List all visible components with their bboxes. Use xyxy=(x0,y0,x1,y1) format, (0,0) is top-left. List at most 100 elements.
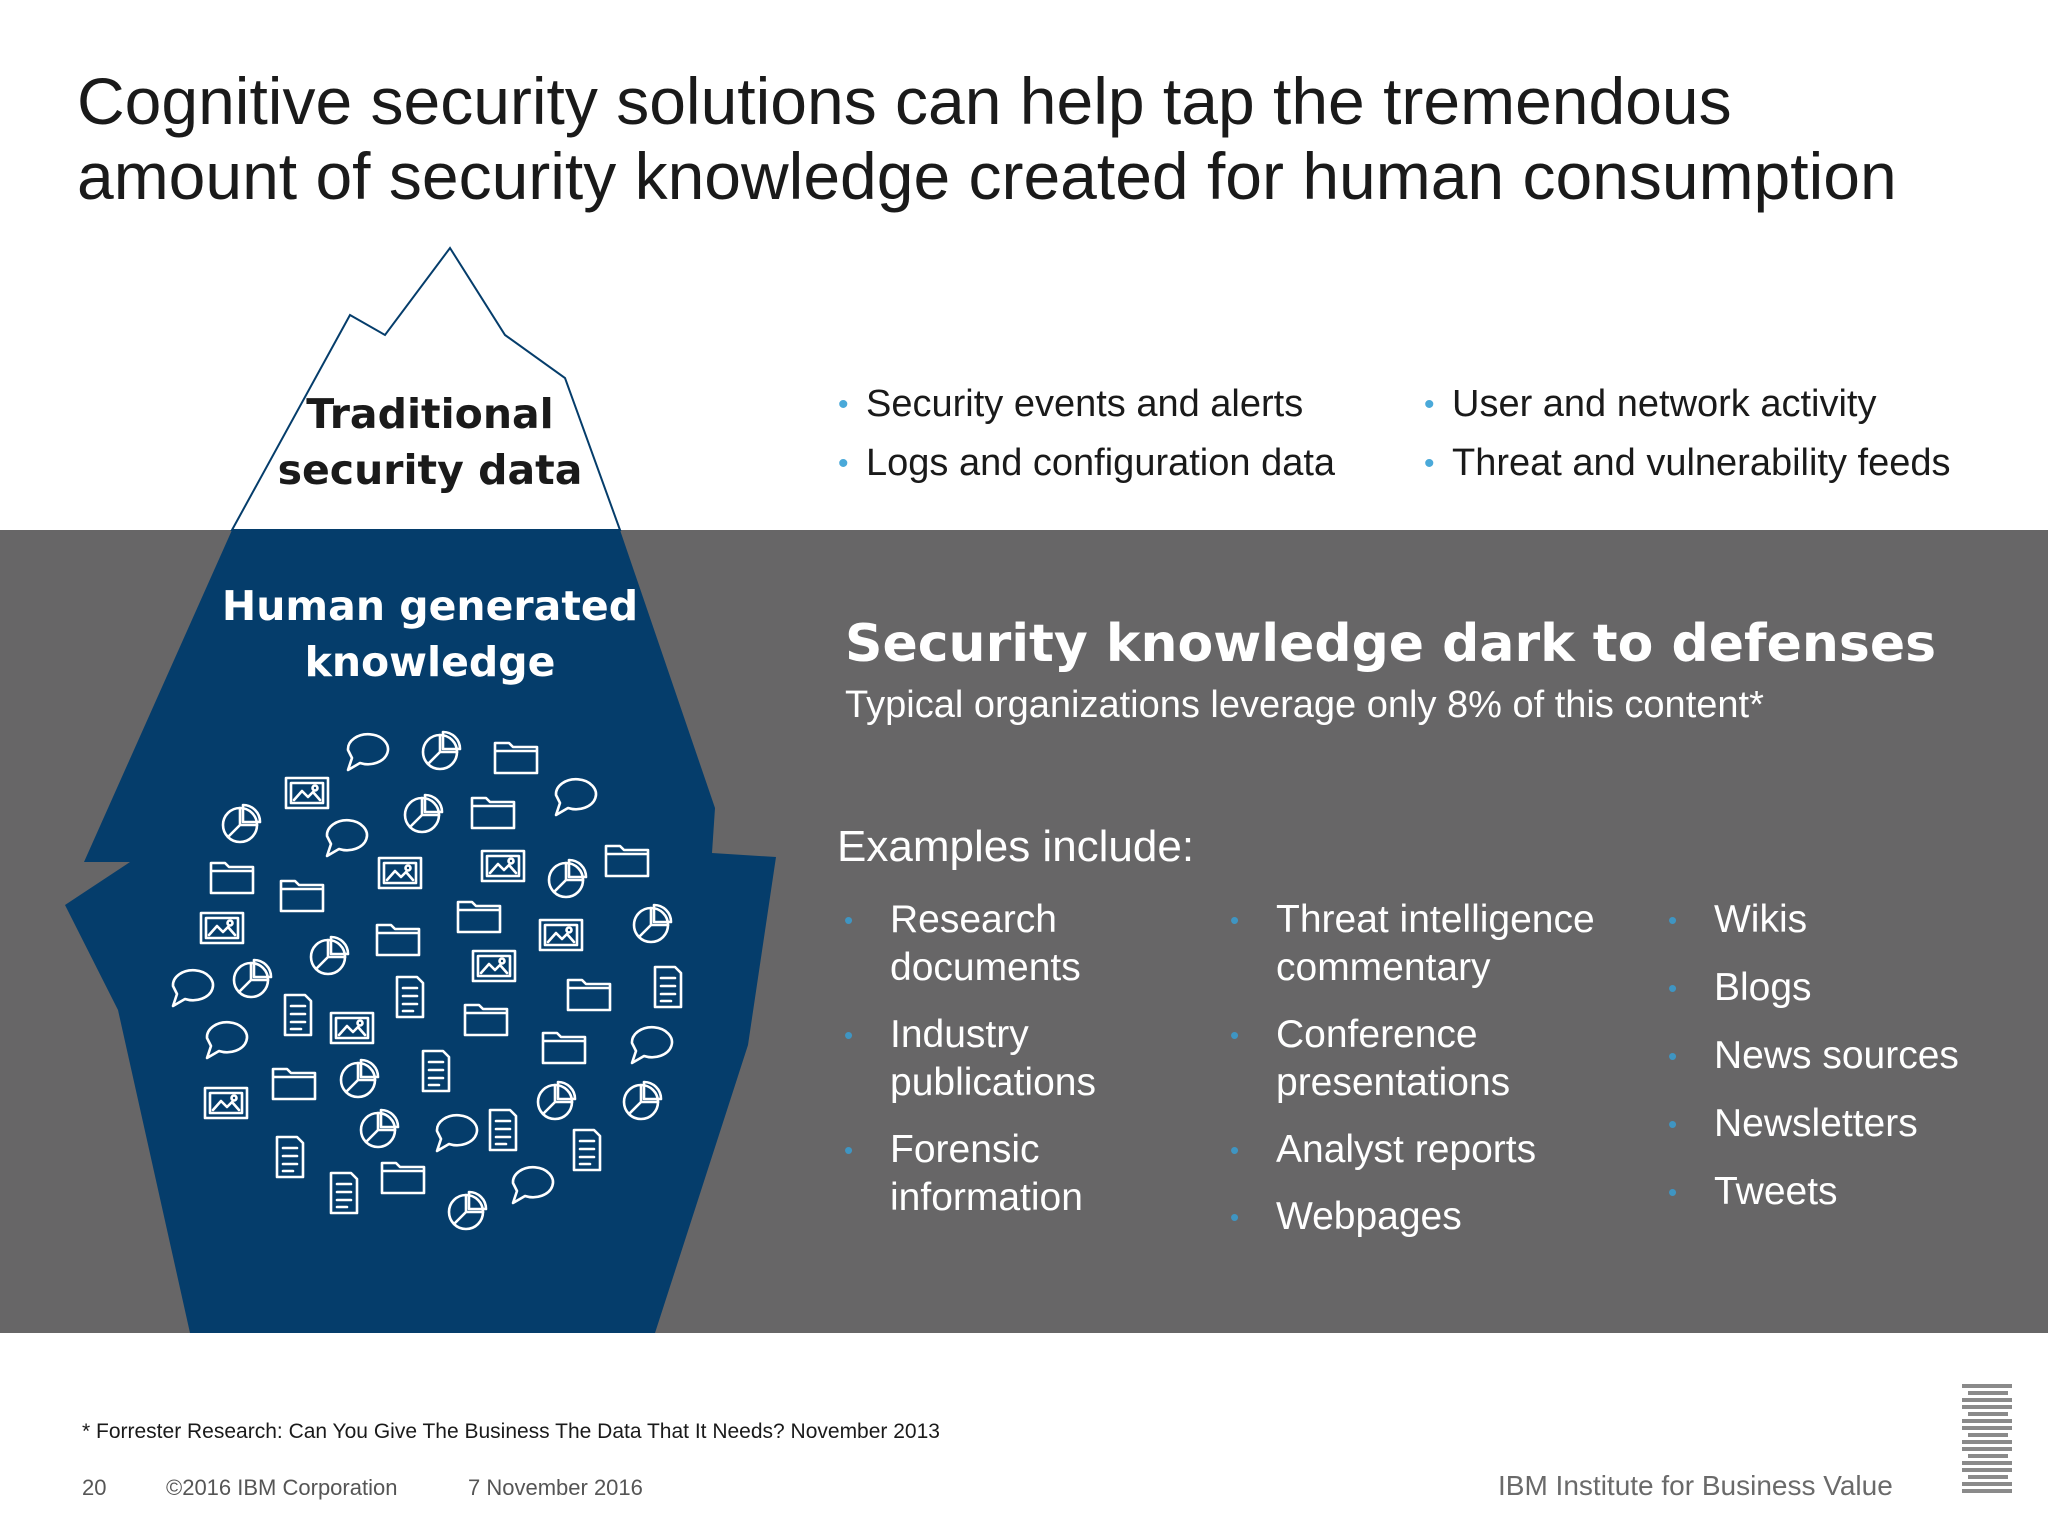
document-icon xyxy=(572,1128,602,1172)
logo-stripe xyxy=(1962,1419,2012,1423)
folder-icon xyxy=(375,923,421,957)
document-icon xyxy=(488,1108,518,1152)
bullet-icon: • xyxy=(1230,1202,1240,1232)
image-icon xyxy=(199,911,245,945)
logo-stripe xyxy=(1962,1482,2012,1486)
chat-bubble-icon xyxy=(346,732,390,772)
bullet-icon: • xyxy=(1668,905,1678,935)
examples-label: Examples include: xyxy=(837,822,1195,871)
logo-stripe xyxy=(1968,1475,2008,1479)
dark-knowledge-heading: Security knowledge dark to defenses xyxy=(845,614,1937,674)
page-number: 20 xyxy=(82,1475,107,1500)
ibm-logo-stripes xyxy=(1962,1384,2012,1493)
bullet-icon: • xyxy=(1668,1041,1678,1071)
body-label-line-2: knowledge xyxy=(304,638,556,686)
pie-chart-icon xyxy=(221,803,262,844)
list-item: •Threat and vulnerability feeds xyxy=(1424,434,1951,493)
list-item: •Tweets xyxy=(1668,1168,1959,1216)
iceberg-body xyxy=(65,530,776,1333)
brand-name: IBM Institute for Business Value xyxy=(1498,1470,1893,1501)
pie-chart-icon xyxy=(632,903,673,944)
folder-icon xyxy=(566,978,612,1012)
chat-bubble-icon xyxy=(511,1165,555,1205)
logo-stripe xyxy=(1962,1398,2012,1402)
bullet-icon: • xyxy=(838,388,849,421)
traditional-data-list-right: •User and network activity •Threat and v… xyxy=(1424,375,1951,493)
bullet-icon: • xyxy=(1668,973,1678,1003)
list-item: •Analyst reports xyxy=(1230,1126,1595,1174)
document-icon xyxy=(395,975,425,1019)
traditional-data-list-left: •Security events and alerts •Logs and co… xyxy=(838,375,1335,493)
document-icon xyxy=(653,965,683,1009)
folder-icon xyxy=(541,1031,587,1065)
examples-column-3: •Wikis •Blogs •News sources •Newsletters… xyxy=(1668,896,1959,1236)
document-icon xyxy=(329,1171,359,1215)
folder-icon xyxy=(470,796,516,830)
knowledge-icons xyxy=(171,730,683,1231)
tip-label: Traditional security data xyxy=(250,386,610,498)
logo-stripe xyxy=(1962,1461,2012,1465)
logo-stripe xyxy=(1962,1426,2012,1430)
pie-chart-icon xyxy=(309,935,350,976)
document-icon xyxy=(275,1135,305,1179)
logo-stripe xyxy=(1968,1454,2008,1458)
pie-chart-icon xyxy=(403,793,444,834)
bullet-icon: • xyxy=(1230,905,1240,935)
logo-stripe xyxy=(1962,1489,2012,1493)
chat-bubble-icon xyxy=(630,1025,674,1065)
list-item: •Webpages xyxy=(1230,1193,1595,1241)
logo-stripe xyxy=(1968,1412,2008,1416)
bullet-icon: • xyxy=(844,1135,854,1165)
chat-bubble-icon xyxy=(171,968,215,1008)
list-item: •Newsletters xyxy=(1668,1100,1959,1148)
ibm-logo xyxy=(1962,1384,2012,1493)
footnote: * Forrester Research: Can You Give The B… xyxy=(82,1420,940,1443)
tip-label-line-2: security data xyxy=(277,446,583,494)
folder-icon xyxy=(279,879,325,913)
tip-label-line-1: Traditional xyxy=(306,390,554,438)
pie-chart-icon xyxy=(359,1108,400,1149)
list-item: •Wikis xyxy=(1668,896,1959,944)
bullet-icon: • xyxy=(1230,1020,1240,1050)
logo-stripe xyxy=(1962,1405,2012,1409)
dark-knowledge-subheading: Typical organizations leverage only 8% o… xyxy=(845,684,1764,726)
folder-icon xyxy=(209,861,255,895)
document-icon xyxy=(283,993,313,1037)
copyright: ©2016 IBM Corporation xyxy=(166,1475,398,1500)
image-icon xyxy=(377,856,423,890)
folder-icon xyxy=(456,900,502,934)
image-icon xyxy=(284,776,330,810)
logo-stripe xyxy=(1968,1391,2008,1395)
folder-icon xyxy=(271,1067,317,1101)
list-item: •Security events and alerts xyxy=(838,375,1335,434)
logo-stripe xyxy=(1962,1468,2012,1472)
body-label: Human generated knowledge xyxy=(210,578,650,690)
pie-chart-icon xyxy=(536,1080,577,1121)
logo-stripe xyxy=(1962,1384,2012,1388)
bullet-icon: • xyxy=(1668,1177,1678,1207)
logo-stripe xyxy=(1968,1433,2008,1437)
bullet-icon: • xyxy=(838,447,849,480)
chat-bubble-icon xyxy=(435,1113,479,1153)
bullet-icon: • xyxy=(1424,388,1435,421)
logo-stripe xyxy=(1962,1440,2012,1444)
slide-title-line-1: Cognitive security solutions can help ta… xyxy=(77,64,1732,138)
list-item: •User and network activity xyxy=(1424,375,1951,434)
slide-title: Cognitive security solutions can help ta… xyxy=(77,64,1997,214)
image-icon xyxy=(480,849,526,883)
document-icon xyxy=(421,1049,451,1093)
bullet-icon: • xyxy=(1230,1135,1240,1165)
body-label-line-1: Human generated xyxy=(221,582,639,630)
chat-bubble-icon xyxy=(554,777,598,817)
image-icon xyxy=(329,1011,375,1045)
pie-chart-icon xyxy=(547,858,588,899)
iceberg-tip xyxy=(230,246,622,531)
